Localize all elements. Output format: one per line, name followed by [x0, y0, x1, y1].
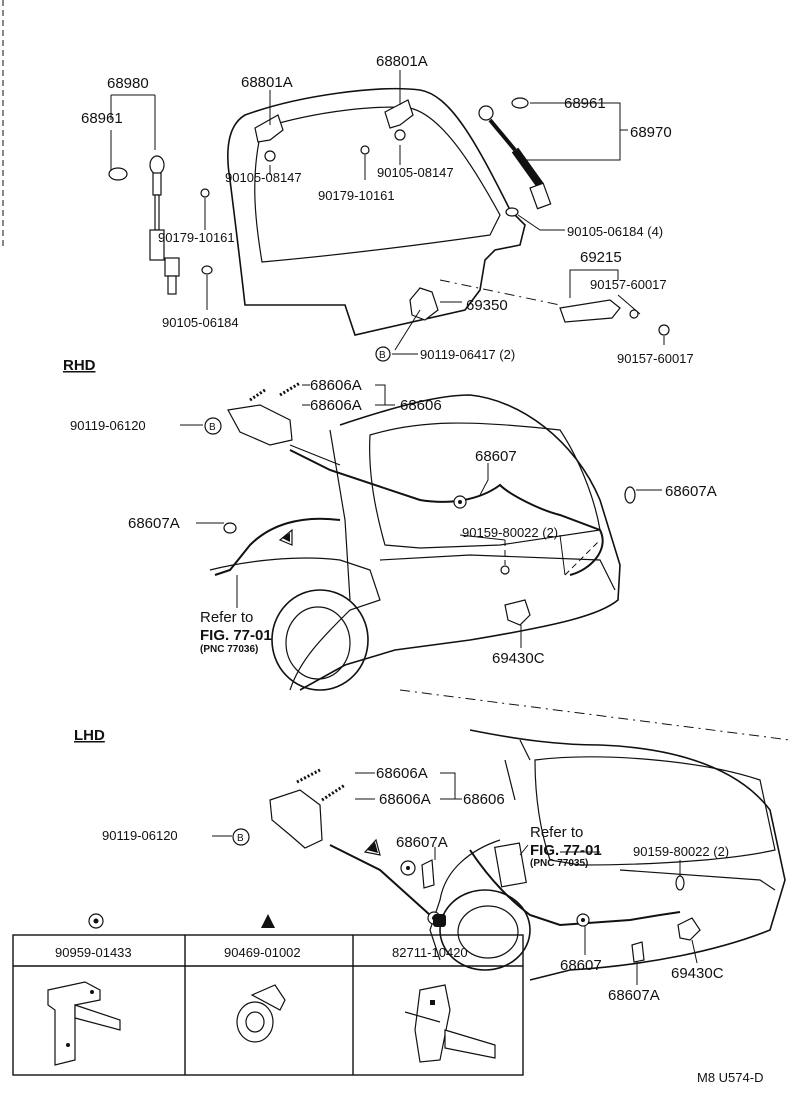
rhd-symbol-b: [204, 417, 222, 435]
lhd-fig-ref: FIG. 77-01: [530, 842, 602, 859]
label-68961-right: 68961: [564, 95, 606, 112]
table-symbol-triangle: [261, 914, 275, 928]
label-90105-08147-left: 90105-08147: [225, 170, 302, 185]
rhd-label-90119-06120: 90119-06120: [70, 418, 146, 433]
rhd-car-body: [299, 394, 621, 691]
lhd-clip-68607A-top: [421, 859, 435, 889]
rhd-heading: RHD: [63, 357, 96, 374]
lhd-lever-assembly: [269, 768, 346, 849]
label-90157-60017-b: 90157-60017: [617, 351, 694, 366]
lhd-label-90159-80022: 90159-80022 (2): [633, 844, 729, 859]
rhd-label-68606A-1: 68606A: [310, 377, 362, 394]
screw-90157-b: [658, 324, 670, 336]
lhd-side-line: [429, 839, 501, 961]
lhd-symbol-b: [232, 828, 250, 846]
lhd-heading: LHD: [74, 727, 105, 744]
rhd-refer-to: Refer to: [200, 609, 253, 626]
lhd-wheel: [439, 889, 531, 971]
clip-table: 90959-01433 90469-01002 82711-10420: [12, 913, 524, 1076]
rhd-clip-68607A-left: [223, 522, 237, 534]
label-90179-10161-center: 90179-10161: [318, 188, 395, 203]
table-part-3: 82711-10420: [392, 945, 468, 960]
table-symbol-square: [433, 914, 446, 927]
bolt-90105-06184-4: [505, 207, 519, 217]
bolt-90179-left: [200, 188, 210, 198]
bolt-90105-06184: [201, 265, 213, 275]
label-68970: 68970: [630, 124, 672, 141]
lhd-rear-window: [534, 756, 776, 866]
lhd-label-69430C: 69430C: [671, 965, 724, 982]
rhd-side-panel: [209, 557, 381, 691]
lhd-label-68607: 68607: [560, 957, 602, 974]
screw-90157-a: [629, 309, 639, 319]
lhd-label-68607A-top: 68607A: [396, 834, 448, 851]
table-part-1-sketch: [47, 981, 121, 1066]
lhd-lock-69430C: [677, 917, 701, 941]
table-part-1: 90959-01433: [55, 945, 132, 960]
rhd-label-69430C: 69430C: [492, 650, 545, 667]
rhd-rear-window: [369, 422, 601, 549]
lhd-pnc-ref: (PNC 77035): [530, 858, 588, 869]
hinge-left: [254, 114, 284, 162]
table-part-2-sketch: [236, 984, 286, 1043]
rhd-pnc-ref: (PNC 77036): [200, 644, 258, 655]
handle-69215: [559, 299, 621, 323]
label-68961-left: 68961: [81, 110, 123, 127]
lhd-label-68606A-1: 68606A: [376, 765, 428, 782]
lhd-roof-dashed: [399, 689, 791, 741]
label-90105-06184-4: 90105-06184 (4): [567, 224, 663, 239]
rhd-wheel: [271, 589, 369, 691]
rhd-label-68606: 68606: [400, 397, 442, 414]
damper-left: [108, 155, 180, 295]
rhd-label-68607A-right: 68607A: [665, 483, 717, 500]
lhd-section: LHD: [74, 689, 791, 1004]
rhd-label-68606A-2: 68606A: [310, 397, 362, 414]
rhd-lock-69430C: [504, 599, 531, 626]
lhd-label-68607A-bottom: 68607A: [608, 987, 660, 1004]
rhd-label-90159-80022: 90159-80022 (2): [462, 525, 558, 540]
table-part-2: 90469-01002: [224, 945, 301, 960]
lhd-clip-68607A-bottom: [631, 941, 645, 963]
label-68980: 68980: [107, 75, 149, 92]
symbol-b-top: [375, 346, 391, 362]
lhd-car-body: [469, 729, 786, 981]
hinge-right: [360, 99, 414, 155]
lhd-refer-to: Refer to: [530, 824, 583, 841]
lhd-symbol-b-letter: B: [237, 833, 244, 844]
back-door-outline: [227, 87, 526, 336]
rhd-symbol-b-letter: B: [209, 422, 216, 433]
damper-right: [478, 97, 552, 210]
label-90157-60017-a: 90157-60017: [590, 277, 667, 292]
lhd-label-68606: 68606: [463, 791, 505, 808]
symbol-b-top-letter: B: [379, 350, 386, 361]
label-68801A-left: 68801A: [241, 74, 293, 91]
lhd-label-90119-06120: 90119-06120: [102, 828, 178, 843]
rhd-fig-ref: FIG. 77-01: [200, 627, 272, 644]
rhd-section: RHD: [63, 357, 717, 691]
label-90105-06184: 90105-06184: [162, 315, 239, 330]
table-part-3-sketch: [404, 984, 496, 1063]
drawing-code: M8 U574-D: [697, 1070, 763, 1085]
lock-69350: [409, 287, 439, 321]
label-90179-10161-left: 90179-10161: [158, 230, 235, 245]
rhd-cable: [289, 449, 604, 576]
label-90119-06417: 90119-06417 (2): [420, 347, 515, 362]
lhd-label-68606A-2: 68606A: [379, 791, 431, 808]
label-69350: 69350: [466, 297, 508, 314]
lhd-fig-ref-part: [494, 842, 527, 888]
label-68801A-right: 68801A: [376, 53, 428, 70]
label-69215: 69215: [580, 249, 622, 266]
rhd-label-68607A-left: 68607A: [128, 515, 180, 532]
label-90105-08147-right: 90105-08147: [377, 165, 454, 180]
rhd-label-68607: 68607: [475, 448, 517, 465]
rhd-lever-assembly: [227, 381, 341, 466]
back-door-section: 68980 68961 68801A 68801A 68961 68970 90…: [81, 53, 694, 366]
back-door-glass: [254, 106, 501, 263]
rhd-clip-68607A-right: [624, 486, 636, 504]
